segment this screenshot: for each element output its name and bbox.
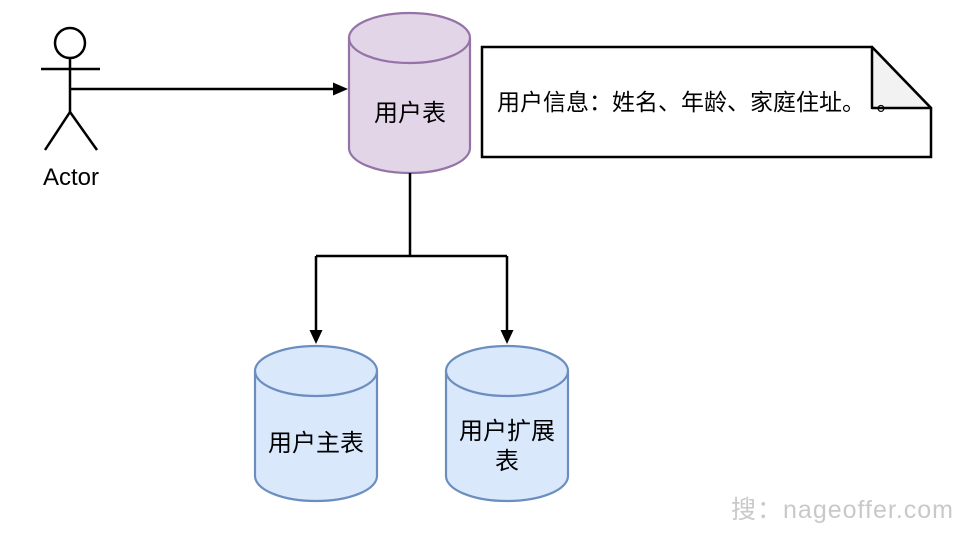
note-fold [870, 45, 933, 110]
user-ext-table-cylinder [444, 344, 570, 503]
watermark: 搜：nageoffer.com [731, 496, 954, 524]
user-ext-table-cylinder-body [444, 344, 570, 503]
note-outline [480, 45, 933, 159]
user-main-table-label: 用户主表 [268, 430, 364, 457]
user-main-table-cylinder-rim [253, 370, 379, 398]
actor-label: Actor [42, 164, 99, 191]
user-main-table-cylinder-body [253, 344, 379, 503]
actor-leg-left [43, 111, 72, 151]
user-ext-table-label: 用户扩展表 [459, 418, 555, 475]
user-table-cylinder [347, 11, 472, 175]
actor-head [53, 26, 87, 60]
user-table-label: 用户表 [374, 100, 446, 127]
actor-figure [41, 26, 100, 151]
arrow-actor-to-user-table [70, 82, 348, 96]
user-main-table-cylinder [253, 344, 379, 503]
user-table-cylinder-body [347, 11, 472, 175]
actor-leg-right [68, 111, 99, 151]
note-text: 用户信息：姓名、年龄、家庭住址。 。 [497, 89, 900, 115]
user-table-cylinder-rim [347, 37, 472, 65]
connector-split [309, 173, 514, 344]
user-ext-table-cylinder-rim [444, 370, 570, 398]
note-shape [480, 45, 933, 159]
